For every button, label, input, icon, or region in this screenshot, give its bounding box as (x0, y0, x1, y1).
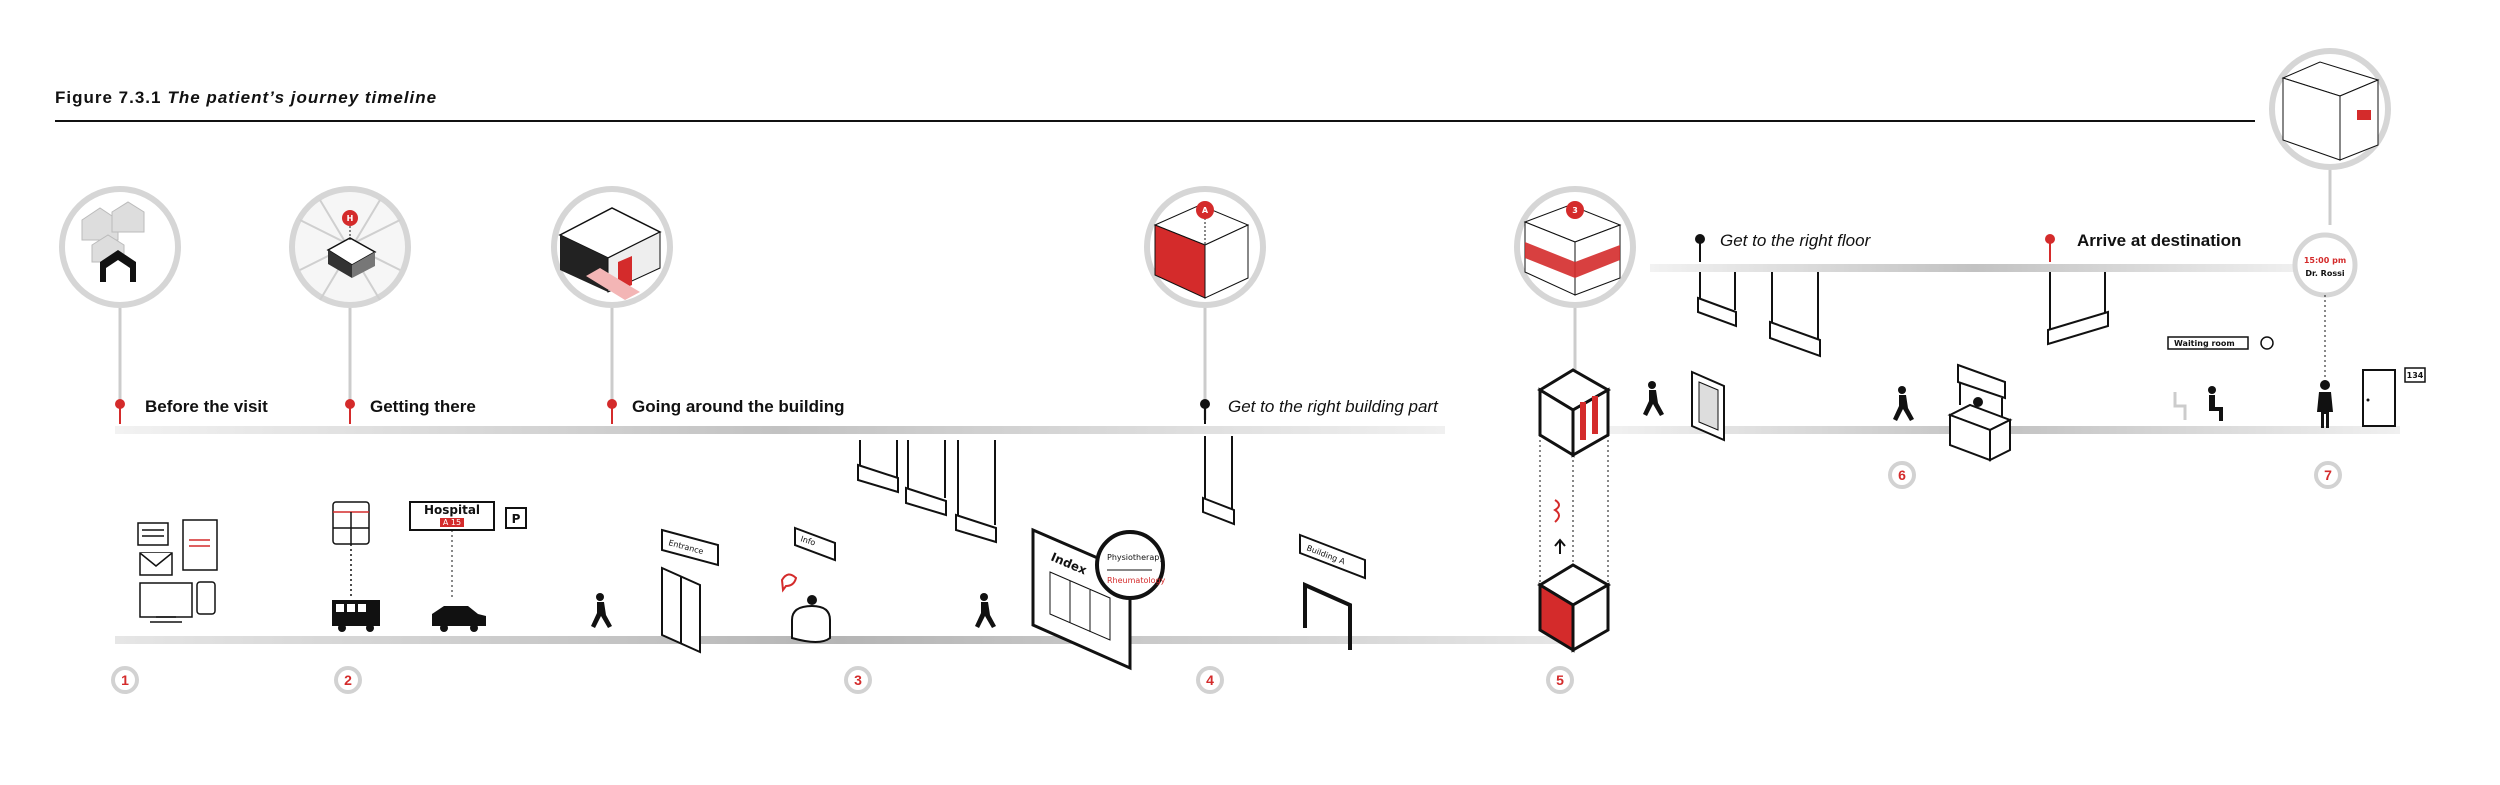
track-middle (115, 426, 1445, 434)
appointment-badge: 15:00 pm Dr. Rossi (2292, 232, 2358, 385)
hospital-sign-text: Hospital (424, 503, 480, 517)
doctor-name: Dr. Rossi (2305, 269, 2344, 278)
bus-stop-sign (332, 501, 370, 598)
physio-label: Physiotherapy (1107, 553, 1164, 562)
stage-label: Getting there (370, 397, 476, 416)
stage-label: Before the visit (145, 397, 268, 416)
step-5: 5 (1546, 666, 1574, 694)
thumb-building-part: A (1144, 186, 1266, 420)
floor-signs (1697, 272, 2109, 358)
building-part-sign (1202, 436, 1235, 526)
stage-right-floor: Get to the right floor (1695, 231, 1872, 262)
figure-title: Figure 7.3.1 The patient’s journey timeli… (55, 88, 437, 108)
room-number: 134 (2407, 371, 2424, 380)
walking-person-icon (1893, 386, 1914, 421)
walking-person-icon (975, 593, 996, 628)
svg-text:4: 4 (1206, 672, 1214, 688)
stage-arrive: Arrive at destination (2045, 231, 2241, 262)
stage-label: Get to the right floor (1720, 231, 1872, 250)
devices-icon (137, 519, 218, 623)
svg-text:7: 7 (2324, 467, 2332, 483)
marker-a: A (1202, 206, 1209, 215)
step-1: 1 (111, 666, 139, 694)
marker-h: H (347, 214, 354, 223)
step-6: 6 (1888, 461, 1916, 489)
figure-caption: The patient’s journey timeline (167, 88, 438, 107)
entrance-door (661, 566, 701, 654)
svg-text:6: 6 (1898, 467, 1906, 483)
track-top (1650, 264, 2300, 272)
index-board: Index Physiotherapy Rheumatology (1031, 527, 1166, 671)
bus-icon (332, 600, 380, 632)
thumb-floor: 3 (1514, 186, 1636, 370)
marker-floor: 3 (1572, 206, 1578, 215)
building-a-sign: Building A (1299, 533, 1366, 650)
thumb-destination (2269, 48, 2391, 225)
office-door: 134 (2362, 367, 2426, 427)
info-desk (780, 573, 831, 643)
elevator (1537, 368, 1612, 653)
info-sign: Info (794, 526, 836, 562)
stage-building-part: Get to the right building part (1200, 397, 1439, 424)
svg-text:A 15: A 15 (443, 518, 461, 527)
thumb-home (59, 186, 181, 400)
reception-desk (1947, 363, 2013, 462)
svg-text:3: 3 (854, 672, 862, 688)
stage-label: Arrive at destination (2077, 231, 2241, 250)
rheuma-label: Rheumatology (1107, 576, 1166, 585)
thumb-building (551, 186, 673, 400)
waiting-room-sign: Waiting room (2167, 336, 2274, 350)
svg-text:Waiting room: Waiting room (2174, 339, 2235, 348)
doctor-icon (2317, 380, 2333, 428)
walking-person-icon (1643, 381, 1664, 416)
stage-around-building: Going around the building (607, 397, 844, 424)
figure-number: Figure 7.3.1 (55, 88, 162, 107)
parking-sign: P (512, 512, 521, 526)
stage-before-visit: Before the visit (115, 397, 268, 424)
step-3: 3 (844, 666, 872, 694)
svg-text:2: 2 (344, 672, 352, 688)
svg-text:5: 5 (1556, 672, 1564, 688)
stage-label: Going around the building (632, 397, 844, 416)
step-4: 4 (1196, 666, 1224, 694)
waiting-person-icon (2173, 386, 2223, 421)
hospital-road-sign: Hospital A 15 P (409, 501, 527, 600)
entrance-sign: Entrance (661, 528, 719, 567)
track-ground (115, 636, 1565, 644)
floor-door (1691, 370, 1725, 442)
svg-text:Info: Info (799, 534, 816, 547)
step-7: 7 (2314, 461, 2342, 489)
hanging-signs (857, 440, 997, 544)
stage-label: Get to the right building part (1228, 397, 1439, 416)
stage-getting-there: Getting there (345, 397, 476, 424)
walking-person-icon (591, 593, 612, 628)
step-2: 2 (334, 666, 362, 694)
svg-text:1: 1 (121, 672, 129, 688)
thumb-map: H (289, 186, 411, 400)
car-icon (432, 606, 486, 632)
appointment-time: 15:00 pm (2304, 256, 2346, 265)
